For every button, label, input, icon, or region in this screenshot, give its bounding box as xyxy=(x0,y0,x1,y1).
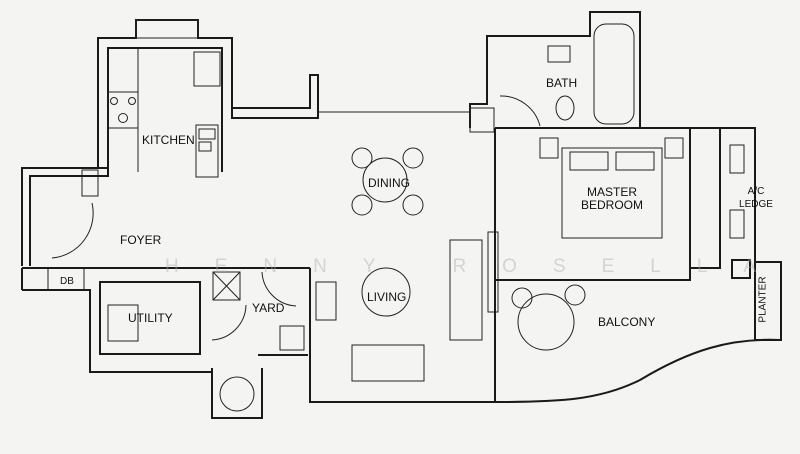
label-bath: BATH xyxy=(546,76,578,90)
label-master: MASTER xyxy=(586,185,637,199)
label-ac: A/C xyxy=(747,186,765,197)
label-master-bedroom: MASTER BEDROOM xyxy=(578,186,646,212)
label-bedroom: BEDROOM xyxy=(580,198,643,212)
foyer-walls xyxy=(21,167,109,266)
master-bedroom-walls xyxy=(494,127,691,402)
ac-ledge xyxy=(689,127,782,341)
kitchen-walls xyxy=(81,19,233,197)
label-balcony: BALCONY xyxy=(598,315,656,329)
living-walls xyxy=(309,231,499,403)
label-planter: PLANTER xyxy=(757,276,769,323)
entrance-door-swing xyxy=(51,202,94,259)
balcony xyxy=(494,284,781,403)
label-dining: DINING xyxy=(368,176,410,190)
label-ac-ledge: A/C LEDGE xyxy=(738,185,774,211)
dining-table xyxy=(351,147,424,216)
label-yard: YARD xyxy=(252,301,285,315)
label-ledge: LEDGE xyxy=(739,199,773,210)
label-foyer: FOYER xyxy=(120,233,162,247)
bath-walls xyxy=(469,11,641,133)
label-living: LIVING xyxy=(367,290,407,304)
label-db: DB xyxy=(60,276,74,287)
dining-top-wall xyxy=(231,74,319,119)
label-kitchen: KITCHEN xyxy=(142,133,195,147)
utility-yard-walls xyxy=(21,267,310,419)
label-utility: UTILITY xyxy=(128,311,173,325)
watermark: HENNY ROSELLA xyxy=(165,256,793,277)
